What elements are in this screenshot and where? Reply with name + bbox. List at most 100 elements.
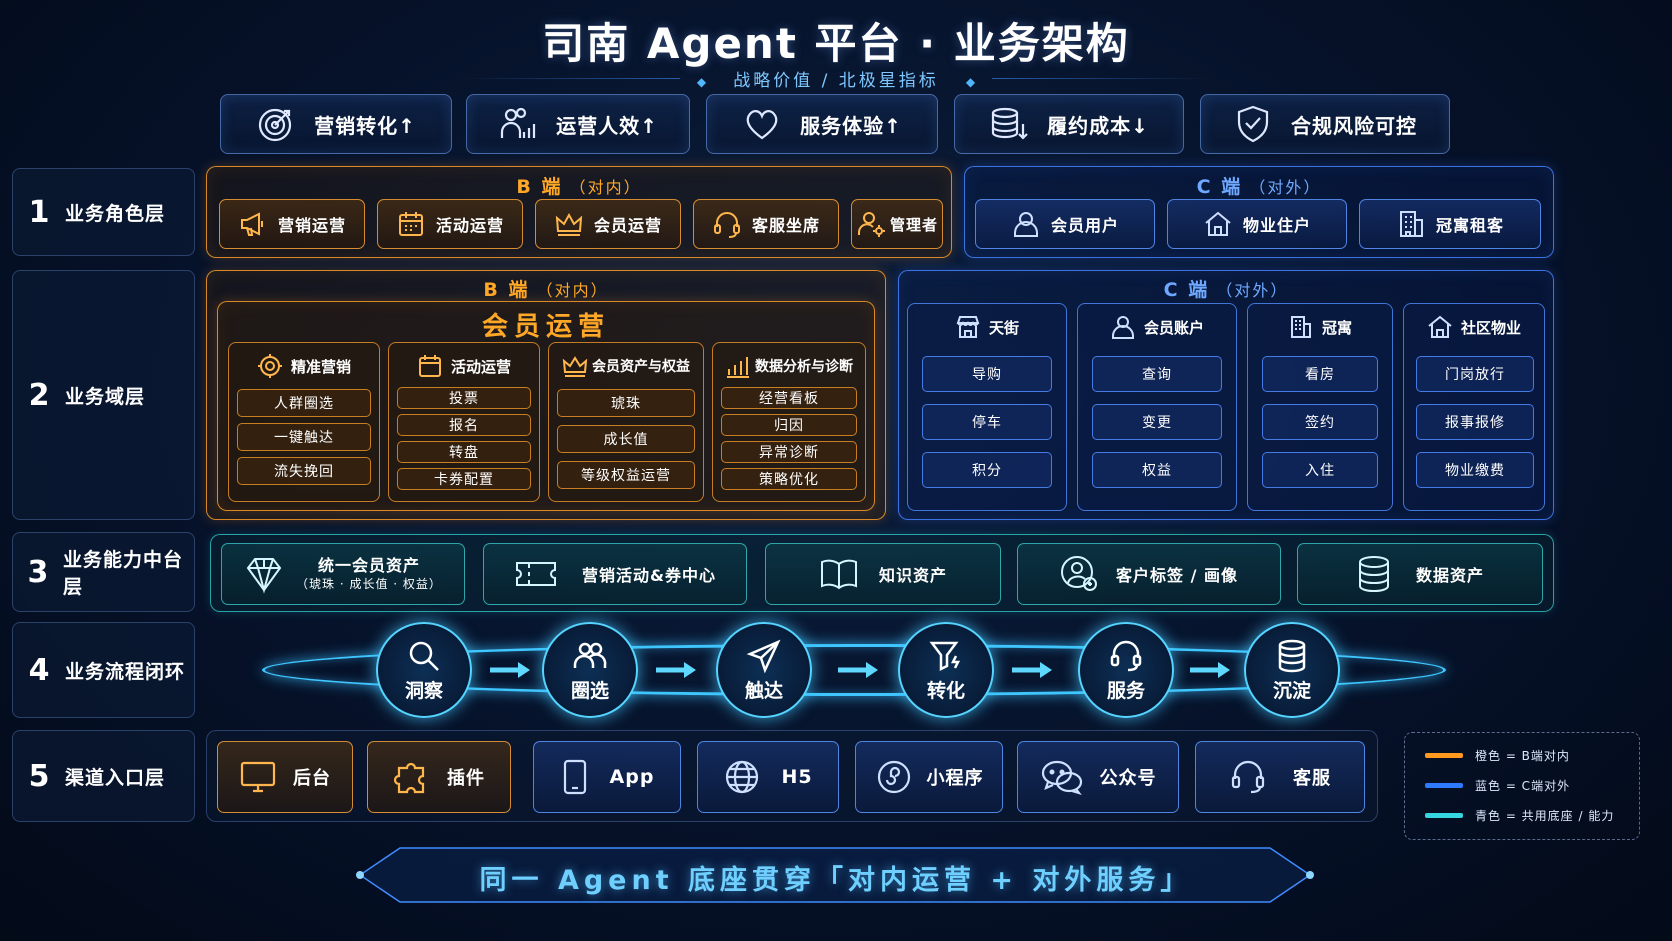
- roles-c-panel: C 端 （对外） 会员用户 物业住户 冠寓租客: [964, 166, 1554, 258]
- capability-customer-tags: 客户标签 / 画像: [1017, 543, 1281, 605]
- people-chart-icon: [501, 107, 536, 138]
- layer-3-label: 3 业务能力中台层: [12, 532, 195, 612]
- roles-c-head: C 端 （对外）: [965, 172, 1553, 199]
- bar-chart-icon: [727, 357, 749, 378]
- col-head: 数据分析与诊断: [713, 353, 865, 379]
- channels-panel: 后台 插件 App H5 小程序 公众号 客服: [206, 730, 1378, 822]
- side-label: B 端: [516, 176, 563, 198]
- flow-arrow-icon: [1190, 662, 1230, 678]
- col-title: 会员资产与权益: [592, 359, 690, 375]
- flow-arrow-icon: [838, 662, 878, 678]
- domain-col-community-property: 社区物业 门岗放行 报事报修 物业缴费: [1403, 303, 1545, 511]
- role-label: 物业住户: [1242, 216, 1311, 235]
- domain-b-head: B 端 （对内）: [207, 275, 885, 302]
- diamond-icon: ◆: [696, 75, 707, 89]
- capability-data-assets: 数据资产: [1297, 543, 1543, 605]
- role-label: 会员运营: [593, 216, 662, 235]
- domain-item: 看房: [1262, 356, 1378, 392]
- col-title: 活动运营: [450, 357, 511, 376]
- ticket-icon: [516, 562, 557, 586]
- domain-item: 琥珠: [557, 389, 695, 417]
- page-title: 司南 Agent 平台 · 业务架构: [542, 19, 1130, 68]
- flow-node-reach: 触达: [716, 622, 812, 718]
- col-head: 社区物业: [1404, 314, 1544, 340]
- flow-node-select: 圈选: [542, 622, 638, 718]
- layer-name: 渠道入口层: [65, 766, 166, 789]
- col-head: 精准营销: [229, 353, 379, 379]
- col-head: 冠寓: [1248, 314, 1392, 340]
- flow-node-service: 服务: [1078, 622, 1174, 718]
- channel-label: 小程序: [926, 768, 984, 789]
- col-head: 活动运营: [389, 353, 539, 379]
- headset-icon: [1110, 640, 1142, 671]
- capability-unified-member-assets: 统一会员资产 （琥珠 · 成长值 · 权益）: [221, 543, 465, 605]
- footer-banner-frame: [60, 847, 1610, 903]
- member-ops-title: 会员运营: [481, 312, 610, 342]
- side-note: （对内）: [569, 178, 642, 197]
- layer-name: 业务角色层: [65, 202, 166, 225]
- layer-name: 业务域层: [65, 385, 146, 408]
- legend-label: 青色 = 共用底座 / 能力: [1475, 809, 1615, 823]
- capability-marketing-coupon-center: 营销活动&券中心: [483, 543, 747, 605]
- roles-b-panel: B 端 （对内） 营销运营 活动运营 会员运营 客服坐席 管理者: [206, 166, 952, 258]
- subtitle-left-line: [460, 78, 680, 79]
- role-property-resident: 物业住户: [1167, 199, 1347, 249]
- domain-item: 经营看板: [721, 387, 857, 409]
- building-icon: [1290, 316, 1311, 338]
- role-member-user: 会员用户: [975, 199, 1155, 249]
- capability-label: 数据资产: [1415, 566, 1484, 585]
- headset-icon: [713, 212, 740, 238]
- channel-customer-service: 客服: [1195, 741, 1365, 813]
- layer-4-label: 4 业务流程闭环: [12, 622, 195, 718]
- capability-label: 客户标签 / 画像: [1116, 566, 1238, 585]
- heart-icon: [746, 110, 778, 140]
- domain-item: 成长值: [557, 425, 695, 453]
- home-icon: [1428, 315, 1452, 338]
- capability-label: 营销活动&券中心: [582, 566, 716, 585]
- col-title: 天街: [988, 318, 1019, 337]
- book-icon: [820, 559, 857, 590]
- flow-loop-ring: [262, 644, 1446, 696]
- channel-label: H5: [781, 766, 813, 788]
- col-title: 社区物业: [1460, 318, 1521, 337]
- domain-item: 入住: [1262, 452, 1378, 488]
- side-label: B 端: [483, 279, 530, 301]
- domain-col-member-assets: 会员资产与权益 琥珠 成长值 等级权益运营: [548, 342, 704, 502]
- layer-number: 3: [27, 554, 49, 590]
- domain-item: 人群圈选: [237, 389, 371, 417]
- building-icon: [1399, 211, 1423, 237]
- layer-number: 5: [28, 758, 50, 794]
- target-icon: [259, 108, 292, 142]
- headset-icon: [1231, 760, 1265, 794]
- user-gear-icon: [857, 212, 885, 237]
- database-down-icon: [992, 107, 1028, 140]
- role-marketing-ops: 营销运营: [219, 199, 365, 249]
- flow-label: 触达: [744, 679, 783, 702]
- flow-arrow-icon: [490, 662, 530, 678]
- domain-item: 异常诊断: [721, 441, 857, 463]
- col-head: 会员资产与权益: [549, 353, 703, 379]
- legend-row: 蓝色 = C端对外: [1425, 777, 1570, 794]
- domain-col-data-analysis: 数据分析与诊断 经营看板 归因 异常诊断 策略优化: [712, 342, 866, 502]
- flow-label: 沉淀: [1272, 679, 1311, 702]
- metric-label: 履约成本↓: [1047, 113, 1149, 138]
- col-title: 数据分析与诊断: [755, 359, 853, 375]
- layer-5-label: 5 渠道入口层: [12, 730, 195, 822]
- flow-label: 圈选: [570, 679, 609, 702]
- store-icon: [956, 316, 980, 338]
- legend-row: 青色 = 共用底座 / 能力: [1425, 807, 1614, 824]
- shield-check-icon: [1237, 105, 1269, 143]
- role-label: 活动运营: [435, 216, 504, 235]
- user-icon: [1013, 212, 1038, 237]
- role-label: 会员用户: [1050, 216, 1119, 235]
- footer-slogan: 同一 Agent 底座贯穿「对内运营 + 对外服务」: [479, 865, 1193, 896]
- role-label: 管理者: [889, 215, 938, 234]
- metric-label: 服务体验↑: [800, 113, 902, 138]
- channel-label: 插件: [447, 768, 485, 789]
- globe-icon: [726, 760, 759, 794]
- capabilities-panel: 统一会员资产 （琥珠 · 成长值 · 权益） 营销活动&券中心 知识资产 客户标…: [210, 534, 1554, 612]
- puzzle-icon: [393, 762, 425, 794]
- calendar-icon: [398, 212, 423, 236]
- user-tag-icon: [1061, 556, 1097, 591]
- domain-b-panel: B 端 （对内） 会员运营 精准营销 人群圈选 一键触达 流失挽回 活动运营 投…: [206, 270, 886, 520]
